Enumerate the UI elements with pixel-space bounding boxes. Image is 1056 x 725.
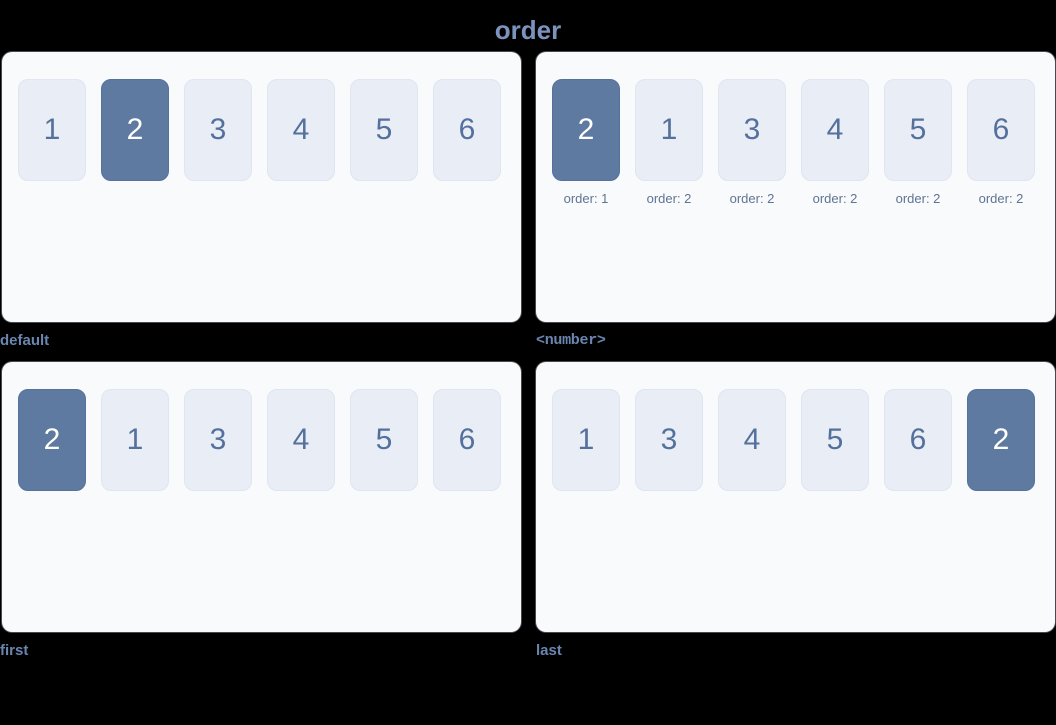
flex-item[interactable]: 5	[350, 389, 418, 491]
flex-item-wrapper: 1 order: 2	[635, 79, 703, 207]
demo-caption: <number>	[536, 332, 606, 349]
page-title: order	[494, 15, 562, 45]
flex-item-wrapper: 3 order: 2	[718, 79, 786, 207]
flex-item[interactable]: 1	[101, 389, 169, 491]
demo-caption: first	[0, 642, 29, 659]
flex-item-wrapper: 4	[267, 389, 335, 491]
flex-item-wrapper: 5 order: 2	[884, 79, 952, 207]
flex-item-wrapper: 2	[101, 79, 169, 181]
flex-item-highlighted[interactable]: 2	[552, 79, 620, 181]
order-value-label: order: 2	[895, 191, 941, 206]
flex-item[interactable]: 6	[884, 389, 952, 491]
order-value-label: order: 2	[646, 191, 692, 206]
flex-item-wrapper: 1	[18, 79, 86, 181]
order-value-label: order: 2	[729, 191, 775, 206]
flex-item-wrapper: 5	[350, 79, 418, 181]
flex-item[interactable]: 5	[801, 389, 869, 491]
flex-item-wrapper: 6	[433, 79, 501, 181]
flex-item[interactable]: 3	[718, 79, 786, 181]
flex-item-highlighted[interactable]: 2	[967, 389, 1035, 491]
flex-item-wrapper: 6 order: 2	[967, 79, 1035, 207]
demo-cell: 2 order: 1 1 order: 2 3 order: 2 4 order: 2 5 ord…	[536, 52, 1056, 362]
flex-item-wrapper: 4 order: 2	[801, 79, 869, 207]
flex-item[interactable]: 6	[433, 79, 501, 181]
flex-item-wrapper: 3	[184, 79, 252, 181]
flex-item[interactable]: 1	[552, 389, 620, 491]
flex-item-wrapper: 2	[18, 389, 86, 491]
flex-item[interactable]: 3	[184, 79, 252, 181]
demo-caption: last	[536, 642, 562, 659]
order-value-label: order: 2	[812, 191, 858, 206]
flex-item-wrapper: 4	[718, 389, 786, 491]
flex-item[interactable]: 4	[718, 389, 786, 491]
flex-item-wrapper: 4	[267, 79, 335, 181]
flex-item[interactable]: 6	[433, 389, 501, 491]
flex-item-wrapper: 1	[101, 389, 169, 491]
flex-item-wrapper: 1	[552, 389, 620, 491]
demo-caption: default	[0, 332, 50, 349]
flex-item[interactable]: 4	[267, 79, 335, 181]
flex-item-wrapper: 2	[967, 389, 1035, 491]
flex-item[interactable]: 3	[635, 389, 703, 491]
flex-item-wrapper: 3	[635, 389, 703, 491]
flex-item-wrapper: 2 order: 1	[552, 79, 620, 207]
flex-item-wrapper: 3	[184, 389, 252, 491]
flex-item[interactable]: 3	[184, 389, 252, 491]
flex-item[interactable]: 5	[350, 79, 418, 181]
flex-item[interactable]: 6	[967, 79, 1035, 181]
flex-item-wrapper: 5	[350, 389, 418, 491]
flex-item-wrapper: 5	[801, 389, 869, 491]
flex-item[interactable]: 5	[884, 79, 952, 181]
flex-item-highlighted[interactable]: 2	[101, 79, 169, 181]
flex-container: 2 order: 1 1 order: 2 3 order: 2 4 order: 2 5 ord…	[536, 52, 1055, 322]
flex-item[interactable]: 4	[267, 389, 335, 491]
flex-item[interactable]: 4	[801, 79, 869, 181]
flex-item-wrapper: 6	[433, 389, 501, 491]
flex-item-wrapper: 6	[884, 389, 952, 491]
flex-item[interactable]: 1	[18, 79, 86, 181]
order-value-label: order: 1	[563, 191, 609, 206]
order-value-label: order: 2	[978, 191, 1024, 206]
flex-item[interactable]: 1	[635, 79, 703, 181]
flex-item-highlighted[interactable]: 2	[18, 389, 86, 491]
